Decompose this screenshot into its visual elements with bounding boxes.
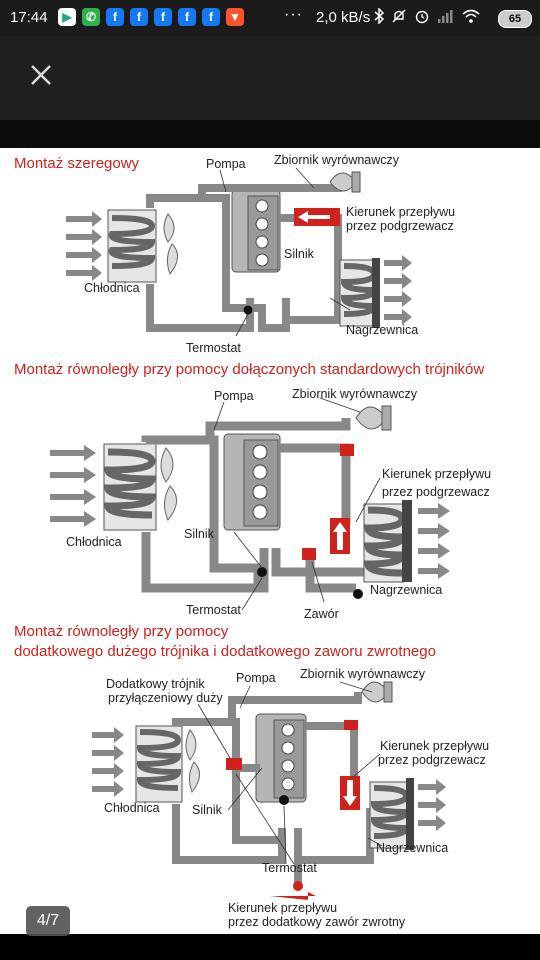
alarm-icon bbox=[415, 10, 429, 24]
label-dodatkowy-trojnik-2: przyłączeniowy duży bbox=[108, 691, 223, 705]
radiator bbox=[103, 443, 157, 531]
image-top-margin bbox=[0, 120, 540, 148]
wifi-icon bbox=[462, 9, 480, 23]
radiator bbox=[107, 209, 157, 283]
expansion-tank bbox=[329, 171, 361, 193]
airflow-arrows bbox=[66, 211, 102, 281]
mute-icon bbox=[392, 9, 406, 23]
label-kierunek: Kierunek przepływu bbox=[380, 739, 489, 753]
heater-airflow-arrows bbox=[418, 779, 446, 831]
section-parallel-standard: Montaż równoległy przy pomocy dołączonyc… bbox=[14, 361, 491, 621]
label-nagrzewnica: Nagrzewnica bbox=[370, 583, 442, 597]
leader-lines bbox=[197, 681, 383, 865]
heater-installation-diagram: Montaż szeregowy bbox=[14, 153, 491, 929]
facebook-icon: f bbox=[178, 8, 196, 26]
check-valve-marker bbox=[293, 881, 303, 891]
battery-icon: 65 bbox=[498, 10, 532, 28]
status-time: 17:44 bbox=[10, 9, 48, 26]
status-bar: 17:44 ▶ ✆ f f f f f ▼ ··· 2,0 kB/s 65 bbox=[0, 0, 540, 36]
facebook-icon: f bbox=[106, 8, 124, 26]
valve-point bbox=[353, 589, 363, 599]
label-zbiornik: Zbiornik wyrównawczy bbox=[300, 667, 426, 681]
label-termostat: Termostat bbox=[186, 341, 241, 355]
label-zbiornik: Zbiornik wyrównawczy bbox=[292, 387, 418, 401]
label-kierunek-2: przez podgrzewacz bbox=[378, 753, 486, 767]
page-indicator: 4/7 bbox=[26, 906, 70, 936]
check-valve-arrow bbox=[270, 892, 316, 900]
diagram-image: Montaż szeregowy bbox=[0, 148, 540, 934]
label-pompa: Pompa bbox=[214, 389, 254, 403]
label-chlodnica: Chłodnica bbox=[84, 281, 140, 295]
google-play-icon: ▶ bbox=[58, 8, 76, 26]
thermostat-point bbox=[279, 795, 289, 805]
close-icon[interactable] bbox=[26, 60, 56, 90]
notification-icons: ▶ ✆ f f f f f ▼ bbox=[58, 8, 244, 26]
thermostat-point bbox=[243, 305, 253, 315]
fan-icon bbox=[160, 447, 177, 521]
airflow-arrows bbox=[92, 727, 124, 797]
tee-connector bbox=[302, 548, 316, 560]
label-silnik: Silnik bbox=[284, 247, 315, 261]
label-kierunek: Kierunek przepływu bbox=[382, 467, 491, 481]
leader-lines bbox=[213, 397, 381, 611]
section2-title: Montaż równoległy przy pomocy dołączonyc… bbox=[14, 361, 484, 378]
section1-title: Montaż szeregowy bbox=[14, 155, 140, 172]
label-nagrzewnica: Nagrzewnica bbox=[376, 841, 448, 855]
system-icons bbox=[374, 8, 480, 24]
label-kierunek: Kierunek przepływu bbox=[346, 205, 455, 219]
facebook-icon: f bbox=[154, 8, 172, 26]
label-dodatkowy-trojnik: Dodatkowy trójnik bbox=[106, 677, 205, 691]
engine bbox=[223, 433, 281, 531]
label-pompa: Pompa bbox=[206, 157, 246, 171]
fan-icon bbox=[163, 213, 178, 276]
large-tee-connector bbox=[226, 758, 242, 770]
tee-connector bbox=[344, 720, 358, 730]
label-kierunek-2: przez podgrzewacz bbox=[382, 485, 490, 499]
engine bbox=[231, 189, 281, 273]
label-termostat: Termostat bbox=[186, 603, 241, 617]
label-kierunek-2: przez podgrzewacz bbox=[346, 219, 454, 233]
network-speed: 2,0 kB/s bbox=[316, 9, 371, 26]
section-parallel-large-tee: Montaż równoległy przy pomocy dodatkoweg… bbox=[14, 623, 489, 929]
label-pompa: Pompa bbox=[236, 671, 276, 685]
label-chlodnica: Chłodnica bbox=[104, 801, 160, 815]
expansion-tank bbox=[361, 681, 393, 703]
label-zawor: Zawór bbox=[304, 607, 339, 621]
signal-icon bbox=[438, 10, 453, 23]
heater-core bbox=[363, 500, 412, 583]
heater-core bbox=[339, 258, 380, 328]
label-kierunek-zawor: Kierunek przepływu bbox=[228, 901, 337, 915]
airflow-arrows bbox=[50, 445, 96, 527]
label-silnik: Silnik bbox=[192, 803, 223, 817]
heater-core bbox=[369, 778, 414, 850]
brave-icon: ▼ bbox=[226, 8, 244, 26]
label-chlodnica: Chłodnica bbox=[66, 535, 122, 549]
image-bottom-margin bbox=[0, 934, 540, 960]
label-silnik: Silnik bbox=[184, 527, 215, 541]
section3-title-2: dodatkowego dużego trójnika i dodatkoweg… bbox=[14, 643, 436, 660]
leader-lines bbox=[219, 167, 351, 337]
expansion-tank bbox=[355, 405, 392, 431]
label-termostat: Termostat bbox=[262, 861, 317, 875]
fan-icon bbox=[185, 729, 200, 794]
facebook-icon: f bbox=[130, 8, 148, 26]
heater-airflow-arrows bbox=[384, 255, 412, 325]
label-kierunek-zawor-2: przez dodatkowy zawór zwrotny bbox=[228, 915, 406, 929]
viewer-toolbar bbox=[0, 36, 540, 120]
more-notifications-icon: ··· bbox=[284, 6, 303, 23]
label-zbiornik: Zbiornik wyrównawczy bbox=[274, 153, 400, 167]
section-series: Montaż szeregowy bbox=[14, 153, 455, 355]
thermostat-point bbox=[257, 567, 267, 577]
radiator bbox=[135, 725, 183, 803]
engine bbox=[255, 713, 307, 803]
phone-icon: ✆ bbox=[82, 8, 100, 26]
section3-title: Montaż równoległy przy pomocy bbox=[14, 623, 229, 640]
bluetooth-icon bbox=[374, 8, 384, 24]
tee-connector bbox=[340, 444, 354, 456]
label-nagrzewnica: Nagrzewnica bbox=[346, 323, 418, 337]
facebook-icon: f bbox=[202, 8, 220, 26]
heater-airflow-arrows bbox=[418, 503, 450, 579]
